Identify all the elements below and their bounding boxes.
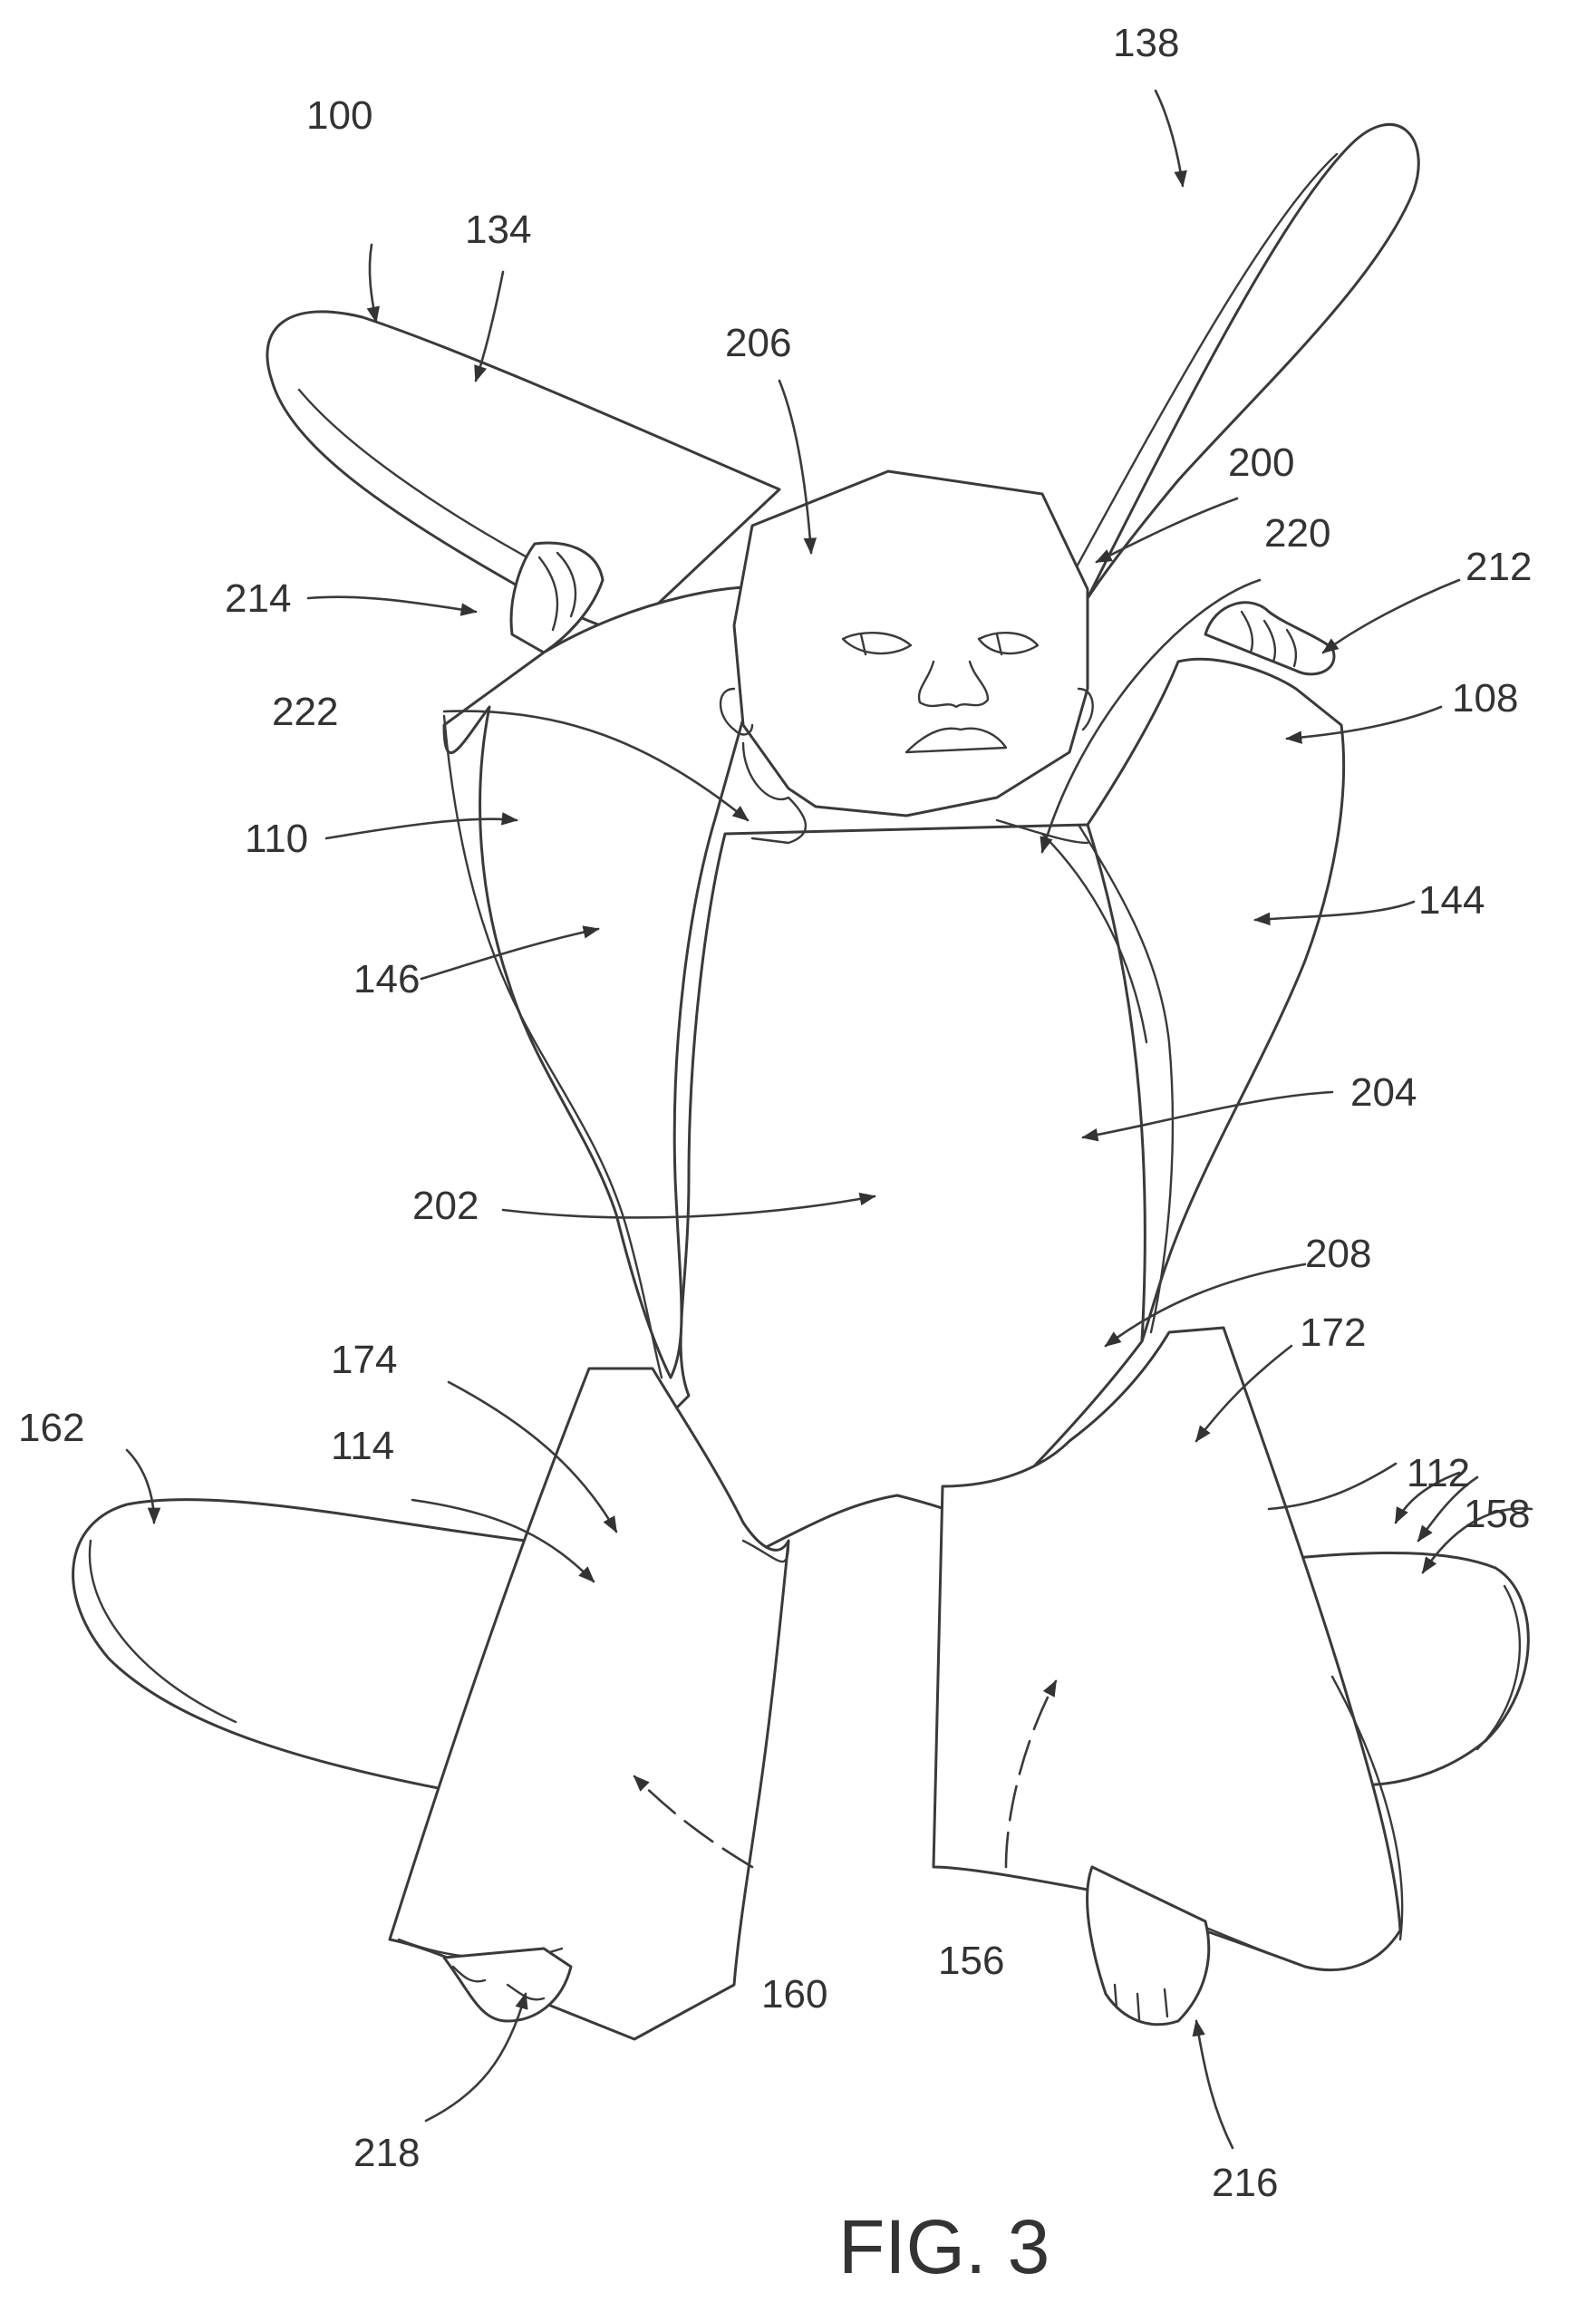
label-146: 146 xyxy=(353,957,420,1001)
label-110: 110 xyxy=(245,817,308,861)
label-208: 208 xyxy=(1305,1232,1371,1276)
infant-head xyxy=(721,471,1093,843)
label-206: 206 xyxy=(725,321,791,365)
label-158: 158 xyxy=(1464,1492,1530,1536)
label-134: 134 xyxy=(465,208,531,252)
foot-lower-left xyxy=(444,1949,571,2021)
label-172: 172 xyxy=(1300,1311,1366,1355)
label-114: 114 xyxy=(331,1424,394,1468)
label-212: 212 xyxy=(1465,545,1532,589)
upper-right-wing xyxy=(1069,124,1418,598)
label-100: 100 xyxy=(306,93,372,138)
label-218: 218 xyxy=(353,2131,420,2175)
label-204: 204 xyxy=(1350,1070,1417,1115)
label-220: 220 xyxy=(1264,511,1330,556)
label-200: 200 xyxy=(1228,440,1294,485)
label-162: 162 xyxy=(18,1406,84,1450)
label-112: 112 xyxy=(1407,1451,1470,1495)
label-216: 216 xyxy=(1212,2161,1278,2205)
label-138: 138 xyxy=(1113,21,1179,65)
figure-caption: FIG. 3 xyxy=(838,2204,1049,2289)
label-222: 222 xyxy=(272,690,338,734)
label-156: 156 xyxy=(938,1939,1004,1983)
label-214: 214 xyxy=(225,576,291,621)
label-174: 174 xyxy=(331,1338,397,1382)
label-160: 160 xyxy=(761,1972,827,2017)
label-144: 144 xyxy=(1418,878,1485,923)
label-202: 202 xyxy=(412,1184,479,1228)
label-108: 108 xyxy=(1452,676,1518,721)
